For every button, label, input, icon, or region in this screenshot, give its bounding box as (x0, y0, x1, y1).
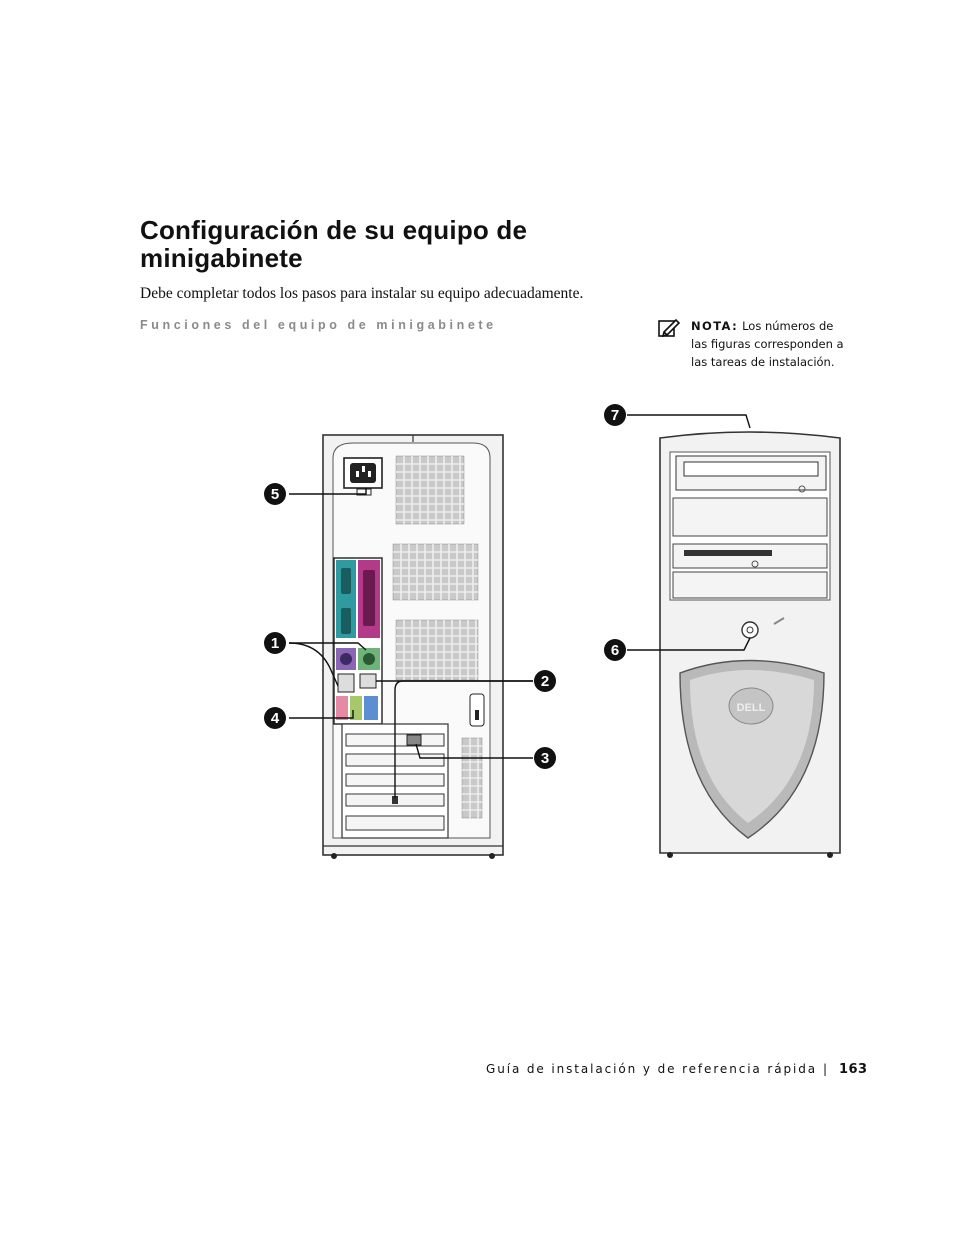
note-label: NOTA: (691, 319, 739, 333)
callout-1: 1 (264, 632, 286, 654)
front-view-illustration: 7 6 DELL (604, 404, 841, 858)
page-title-line-2: minigabinete (140, 243, 303, 273)
page-title: Configuración de su equipo de minigabine… (140, 216, 600, 272)
callout-2: 2 (534, 670, 556, 692)
section-heading: Funciones del equipo de minigabinete (140, 318, 497, 332)
svg-text:7: 7 (611, 407, 619, 424)
page-number: 163 (838, 1062, 868, 1077)
svg-text:2: 2 (541, 673, 549, 690)
callout-6: 6 (604, 639, 626, 661)
callout-5: 5 (264, 483, 286, 505)
page-title-line-1: Configuración de su equipo de (140, 215, 528, 245)
callout-3: 3 (534, 747, 556, 769)
dell-logo: DELL (737, 702, 766, 714)
callout-4: 4 (264, 707, 286, 729)
page-footer: Guía de instalación y de referencia rápi… (486, 1062, 868, 1077)
svg-text:5: 5 (271, 486, 279, 503)
svg-text:3: 3 (541, 750, 549, 767)
rear-view-illustration: 5 1 4 2 3 (264, 434, 556, 859)
svg-text:6: 6 (611, 642, 619, 659)
intro-paragraph: Debe completar todos los pasos para inst… (140, 285, 584, 302)
note-text: Los números de las figuras corresponden … (691, 319, 844, 369)
footer-separator: | (823, 1062, 829, 1076)
svg-text:4: 4 (271, 710, 280, 727)
svg-text:1: 1 (271, 635, 279, 652)
note-pencil-icon (658, 318, 680, 338)
footer-guide-title: Guía de instalación y de referencia rápi… (486, 1062, 818, 1076)
callout-7: 7 (604, 404, 626, 426)
note-box: NOTA:Los números de las figuras correspo… (658, 317, 848, 371)
